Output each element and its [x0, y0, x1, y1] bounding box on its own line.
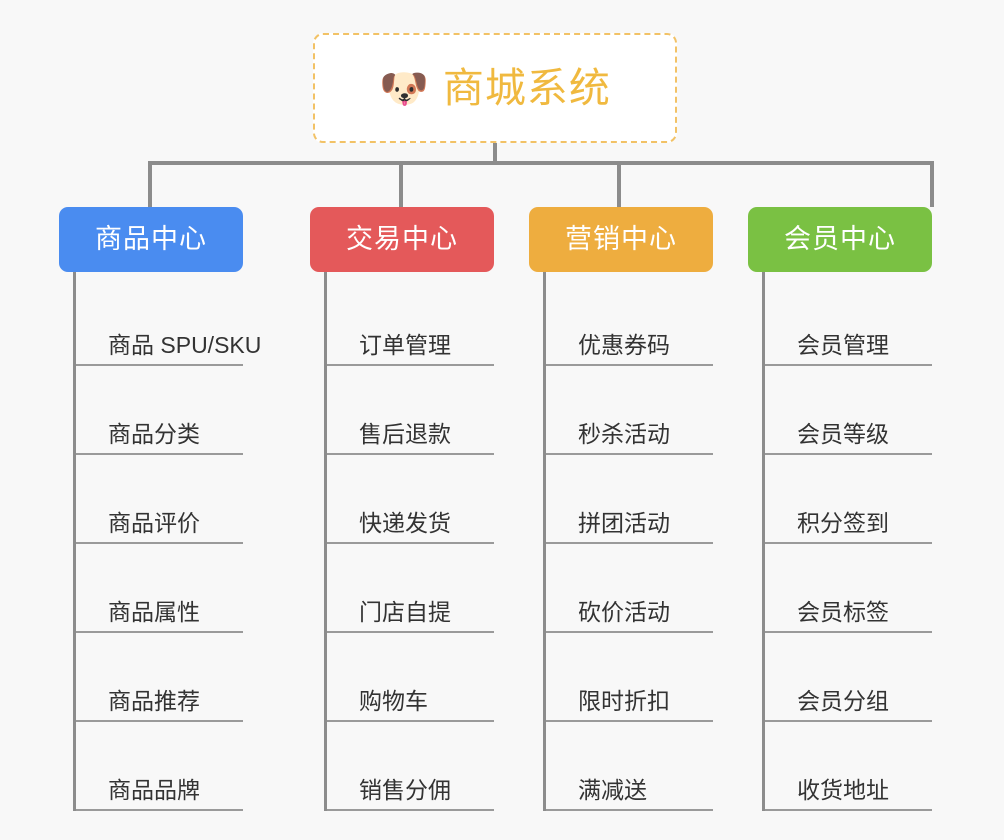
list-item[interactable]: 秒杀活动: [546, 366, 713, 455]
category-header-member[interactable]: 会员中心: [748, 207, 932, 272]
list-item[interactable]: 商品分类: [76, 366, 243, 455]
list-item[interactable]: 快递发货: [327, 455, 494, 544]
list-item[interactable]: 售后退款: [327, 366, 494, 455]
item-label: 满减送: [578, 777, 647, 804]
item-label: 限时折扣: [578, 688, 670, 715]
connector-drop-0: [148, 161, 152, 207]
item-list-trade: 订单管理 售后退款 快递发货 门店自提 购物车 销售分佣: [324, 272, 494, 811]
list-item[interactable]: 商品品牌: [76, 722, 243, 811]
list-item[interactable]: 满减送: [546, 722, 713, 811]
item-label: 会员标签: [797, 599, 889, 626]
item-label: 商品分类: [108, 421, 200, 448]
category-header-label: 会员中心: [784, 224, 896, 254]
category-column-trade: 交易中心 订单管理 售后退款 快递发货 门店自提 购物车 销售分佣: [310, 207, 494, 811]
item-label: 订单管理: [359, 332, 451, 359]
list-item[interactable]: 门店自提: [327, 544, 494, 633]
list-item[interactable]: 限时折扣: [546, 633, 713, 722]
item-list-member: 会员管理 会员等级 积分签到 会员标签 会员分组 收货地址: [762, 272, 932, 811]
item-list-product: 商品 SPU/SKU 商品分类 商品评价 商品属性 商品推荐 商品品牌: [73, 272, 261, 811]
category-header-label: 交易中心: [346, 224, 458, 254]
item-label: 商品属性: [108, 599, 200, 626]
list-item[interactable]: 拼团活动: [546, 455, 713, 544]
category-header-product[interactable]: 商品中心: [59, 207, 243, 272]
list-item[interactable]: 商品推荐: [76, 633, 243, 722]
connector-drop-2: [617, 161, 621, 207]
category-column-product: 商品中心 商品 SPU/SKU 商品分类 商品评价 商品属性 商品推荐 商品品牌: [59, 207, 261, 811]
root-title: 商城系统: [442, 64, 611, 111]
item-label: 会员分组: [797, 688, 889, 715]
list-item[interactable]: 会员等级: [765, 366, 932, 455]
item-label: 会员管理: [797, 332, 889, 359]
list-item[interactable]: 优惠券码: [546, 277, 713, 366]
category-column-marketing: 营销中心 优惠券码 秒杀活动 拼团活动 砍价活动 限时折扣 满减送: [529, 207, 713, 811]
item-label: 购物车: [359, 688, 428, 715]
item-label: 商品 SPU/SKU: [108, 332, 262, 359]
item-label: 砍价活动: [578, 599, 670, 626]
item-list-marketing: 优惠券码 秒杀活动 拼团活动 砍价活动 限时折扣 满减送: [543, 272, 713, 811]
list-item[interactable]: 销售分佣: [327, 722, 494, 811]
category-header-trade[interactable]: 交易中心: [310, 207, 494, 272]
item-label: 秒杀活动: [578, 421, 670, 448]
list-item[interactable]: 商品属性: [76, 544, 243, 633]
list-item[interactable]: 商品 SPU/SKU: [76, 277, 261, 366]
connector-drop-1: [399, 161, 403, 207]
list-item[interactable]: 订单管理: [327, 277, 494, 366]
dog-face-icon: 🐶: [379, 67, 429, 111]
category-column-member: 会员中心 会员管理 会员等级 积分签到 会员标签 会员分组 收货地址: [748, 207, 932, 811]
list-item[interactable]: 会员分组: [765, 633, 932, 722]
item-label: 拼团活动: [578, 510, 670, 537]
item-label: 收货地址: [797, 777, 889, 804]
connector-trunk: [493, 143, 497, 165]
list-item[interactable]: 积分签到: [765, 455, 932, 544]
list-item[interactable]: 购物车: [327, 633, 494, 722]
connector-bus: [148, 161, 934, 165]
list-item[interactable]: 收货地址: [765, 722, 932, 811]
list-item[interactable]: 商品评价: [76, 455, 243, 544]
item-label: 门店自提: [359, 599, 451, 626]
category-header-label: 商品中心: [95, 224, 207, 254]
root-node[interactable]: 🐶 商城系统: [313, 33, 677, 143]
item-label: 积分签到: [797, 510, 889, 537]
item-label: 售后退款: [359, 421, 451, 448]
list-item[interactable]: 会员标签: [765, 544, 932, 633]
list-item[interactable]: 砍价活动: [546, 544, 713, 633]
list-item[interactable]: 会员管理: [765, 277, 932, 366]
connector-drop-3: [930, 161, 934, 207]
item-label: 销售分佣: [359, 777, 451, 804]
item-label: 快递发货: [359, 510, 451, 537]
category-header-marketing[interactable]: 营销中心: [529, 207, 713, 272]
category-header-label: 营销中心: [565, 224, 677, 254]
item-label: 商品推荐: [108, 688, 200, 715]
item-label: 会员等级: [797, 421, 889, 448]
item-label: 商品评价: [108, 510, 200, 537]
item-label: 优惠券码: [578, 332, 670, 359]
item-label: 商品品牌: [108, 777, 200, 804]
